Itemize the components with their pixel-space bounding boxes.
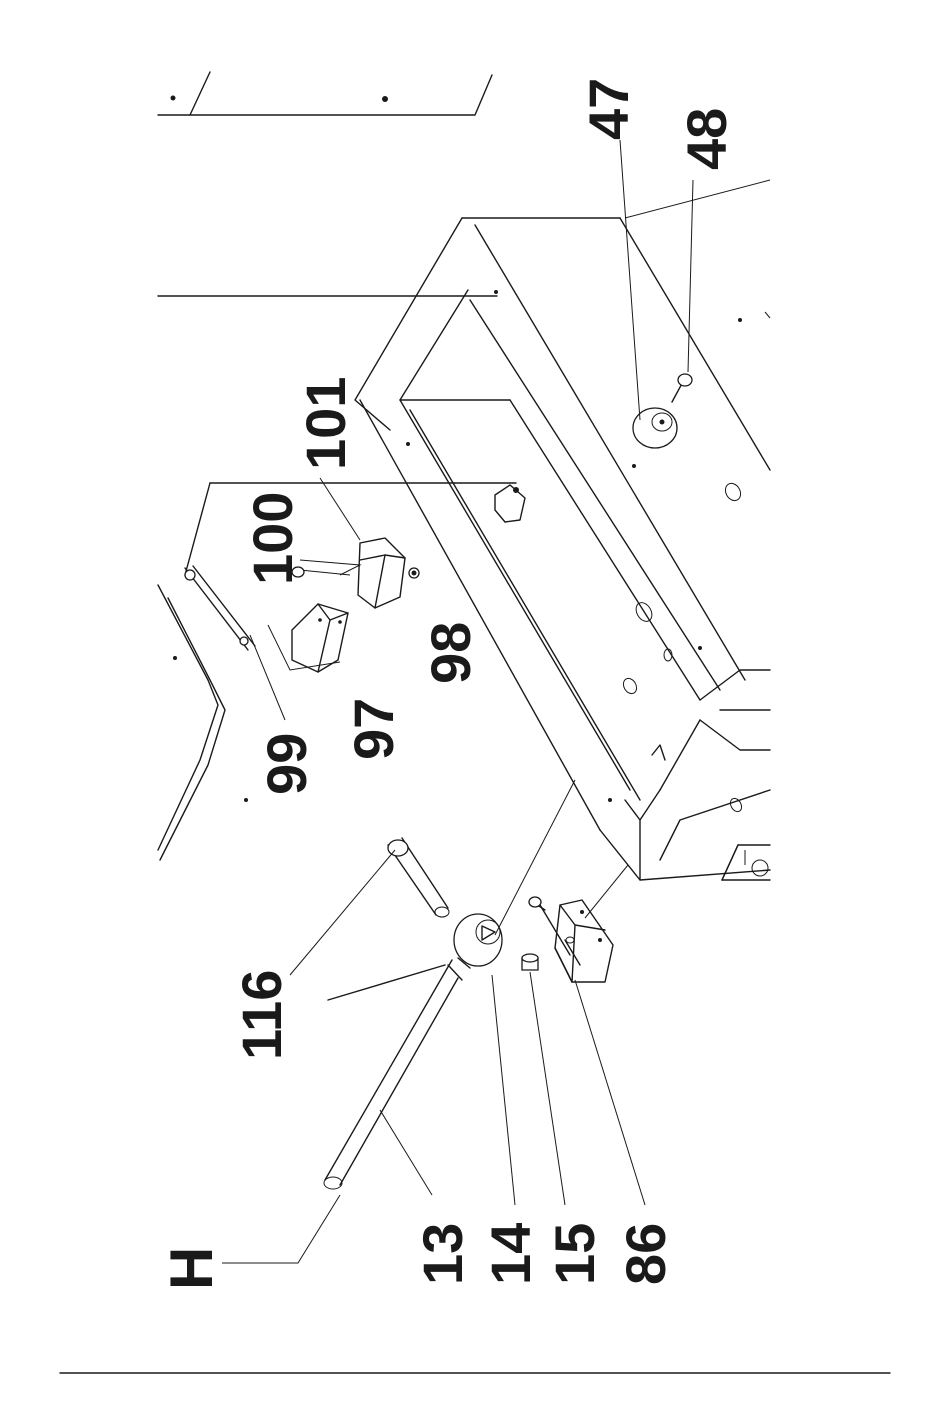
leader-99 (250, 635, 285, 720)
leader-48 (688, 180, 693, 372)
bracket-part-101 (495, 485, 525, 522)
label-99: 99 (255, 733, 318, 795)
block-part-100 (292, 538, 405, 608)
leader-47 (620, 140, 640, 420)
label-101: 101 (294, 377, 357, 470)
label-h: H (158, 1247, 225, 1290)
label-86: 86 (614, 1223, 677, 1285)
bushing-part-15 (522, 954, 538, 970)
label-13: 13 (411, 1223, 474, 1285)
main-frame (355, 218, 770, 880)
leader-86-top (585, 865, 628, 918)
label-98: 98 (419, 622, 482, 684)
block-part-86 (529, 897, 613, 982)
label-14: 14 (479, 1223, 542, 1285)
wheel-part-14 (454, 914, 502, 968)
label-116: 116 (230, 970, 293, 1060)
label-15: 15 (543, 1223, 606, 1285)
upper-panel-fragment (158, 72, 492, 115)
bolt-part-48 (672, 374, 692, 402)
left-curved-panel (158, 585, 248, 860)
leader-13 (380, 1110, 432, 1195)
label-97: 97 (342, 698, 405, 760)
label-48: 48 (675, 108, 738, 170)
leader-h (222, 1195, 340, 1263)
leader-14 (492, 975, 515, 1205)
pin-part-116 (388, 838, 449, 917)
leader-frame-right (625, 180, 770, 218)
leader-100 (320, 478, 360, 540)
lower-right-bracket (722, 845, 770, 880)
leader-116 (290, 850, 395, 975)
leader-14-top (495, 780, 575, 935)
leader-101-drop (185, 483, 210, 575)
label-47: 47 (577, 78, 640, 140)
nut-part-98 (409, 568, 419, 578)
label-100: 100 (241, 492, 304, 585)
leader-86 (575, 980, 645, 1205)
leader-97 (268, 625, 340, 670)
leader-15 (530, 972, 565, 1205)
shaft-part-13 (324, 960, 462, 1189)
